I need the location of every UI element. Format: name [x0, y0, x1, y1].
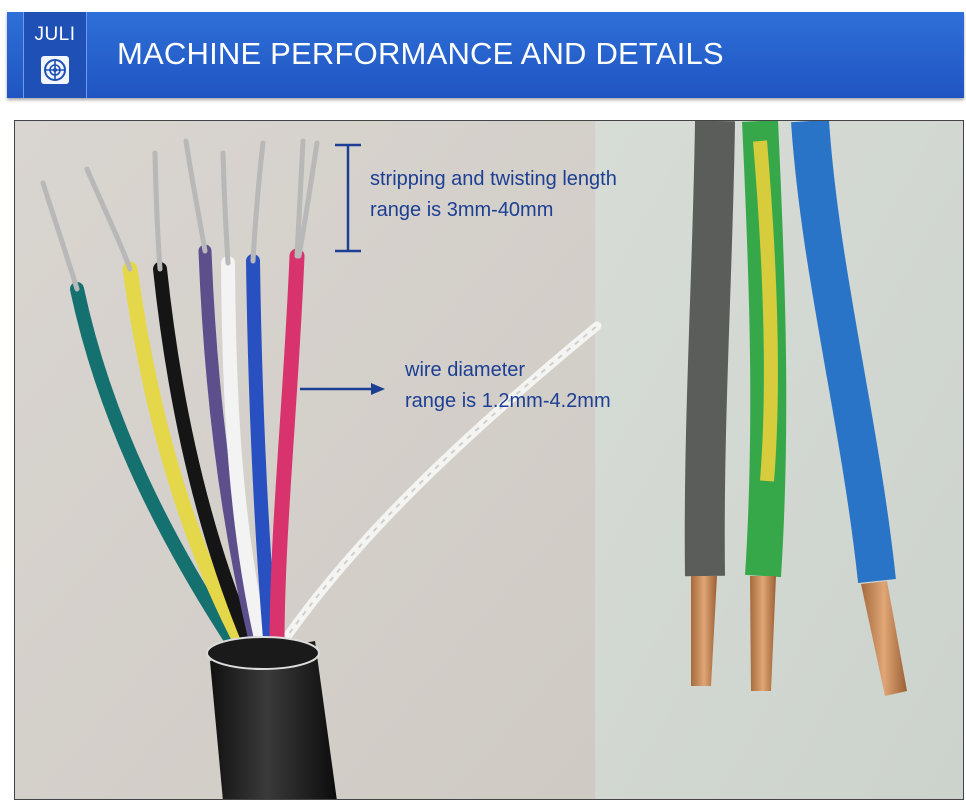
wire-diameter-annotation: wire diameter range is 1.2mm-4.2mm: [405, 355, 611, 417]
stripping-line-2: range is 3mm-40mm: [370, 199, 554, 221]
stripping-length-annotation: stripping and twisting length range is 3…: [370, 164, 617, 226]
right-arrow-icon: [300, 383, 385, 395]
page-title: MACHINE PERFORMANCE AND DETAILS: [117, 36, 724, 71]
globe-emblem-icon: [41, 56, 69, 84]
brand-logo: JULI: [23, 12, 87, 98]
brand-logo-text: JULI: [34, 24, 76, 45]
length-bracket-icon: [335, 143, 361, 253]
header-banner: JULI MACHINE PERFORMANCE AND DETAILS: [7, 12, 964, 98]
cable-illustration: [15, 121, 963, 799]
cable-photo: stripping and twisting length range is 3…: [14, 120, 964, 800]
stripping-line-1: stripping and twisting length: [370, 168, 617, 190]
diameter-line-2: range is 1.2mm-4.2mm: [405, 390, 611, 412]
diameter-line-1: wire diameter: [405, 359, 526, 381]
